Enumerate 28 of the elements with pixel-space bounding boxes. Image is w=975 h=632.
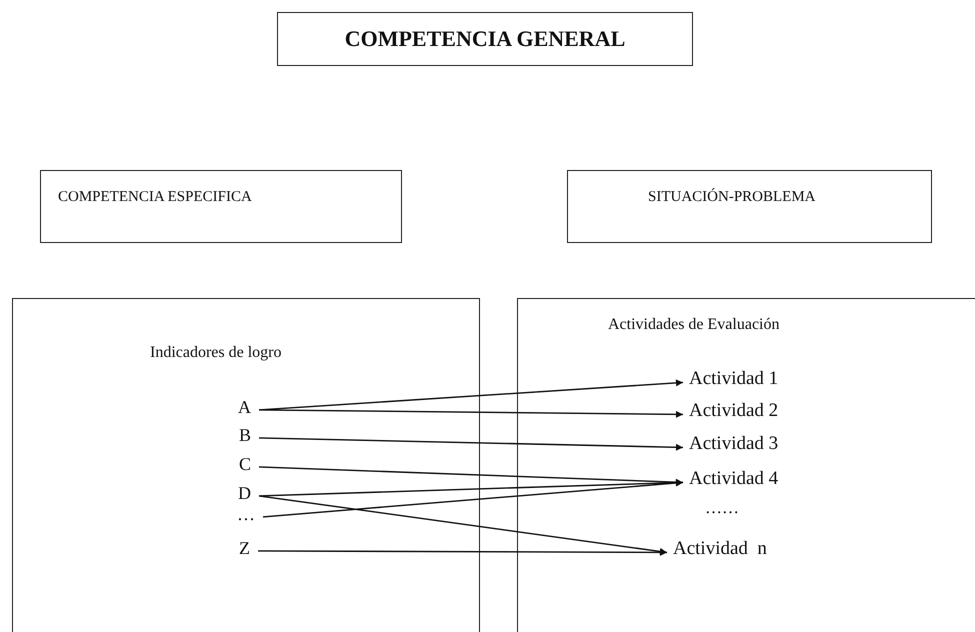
box-title: Indicadores de logro: [150, 344, 282, 362]
arrow: [258, 548, 667, 556]
indicator-letter: B: [239, 426, 252, 446]
arrow: [258, 479, 684, 497]
activity-label: Actividad n: [673, 539, 767, 560]
activity-label: Actividad 4: [689, 469, 778, 490]
indicator-letter: Z: [239, 539, 250, 559]
indicator-letter: A: [238, 398, 251, 418]
activity-label: Actividad 3: [689, 434, 778, 455]
text-box: [277, 12, 693, 66]
arrow: [259, 437, 684, 451]
text-box: [517, 298, 975, 632]
box-title: COMPETENCIA ESPECIFICA: [58, 189, 252, 206]
box-title: COMPETENCIA GENERAL: [344, 26, 626, 52]
arrow: [259, 409, 683, 418]
text-box: [12, 298, 480, 632]
indicator-letter: C: [239, 455, 252, 475]
text-box: [567, 170, 932, 243]
indicator-letter: D: [238, 484, 251, 504]
text-box: [40, 170, 402, 243]
ellipsis-text: ……: [705, 499, 739, 518]
box-title: SITUACIÓN-PROBLEMA: [648, 189, 816, 206]
activity-label: Actividad 1: [689, 369, 778, 390]
box-title: Actividades de Evaluación: [608, 316, 780, 334]
arrow: [262, 480, 684, 518]
indicator-letter: …: [237, 505, 255, 525]
activity-label: Actividad 2: [689, 401, 778, 422]
arrow: [258, 495, 668, 555]
